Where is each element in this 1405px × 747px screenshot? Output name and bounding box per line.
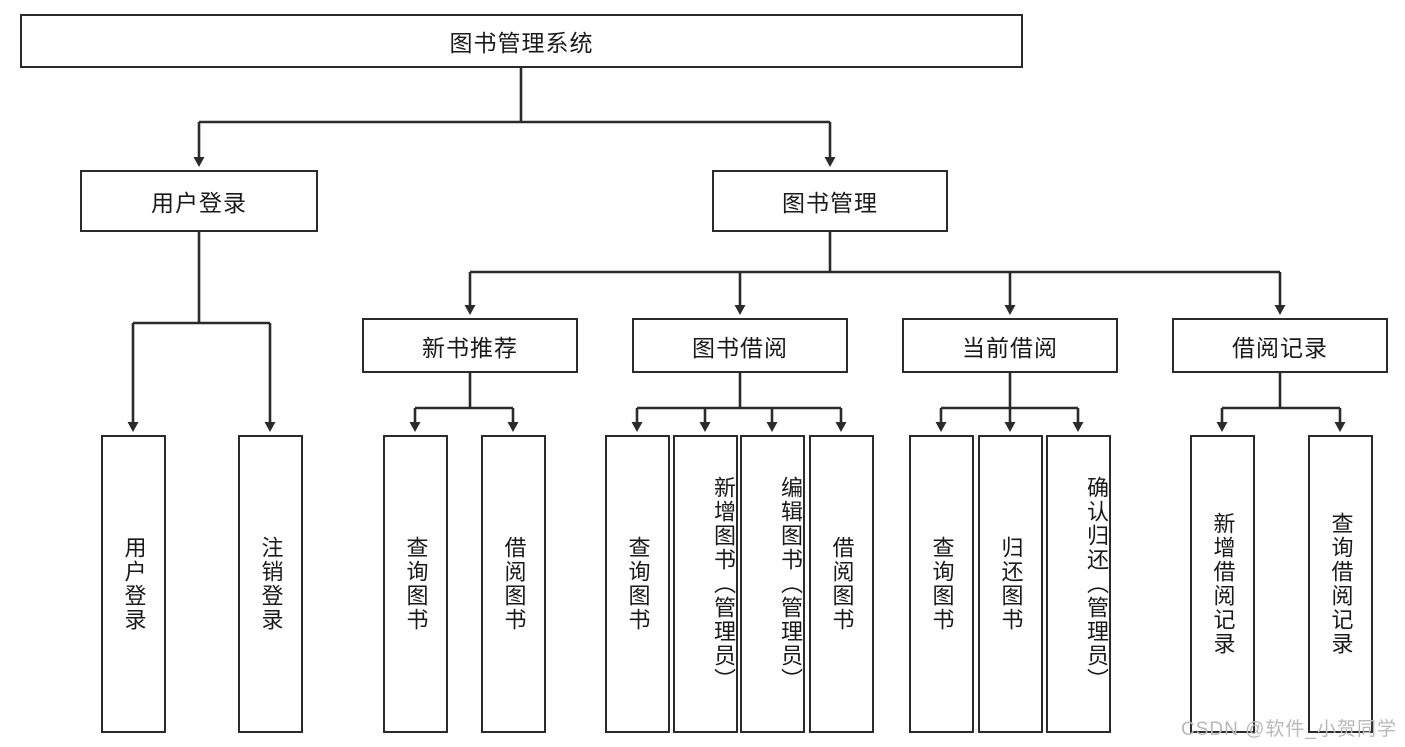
node-label: 确认归还（管理员） — [1084, 476, 1109, 692]
leaf-new-book-borrow-book[interactable]: 借阅图书 — [481, 435, 546, 733]
node-label: 查询借阅记录 — [1328, 512, 1354, 656]
node-book-borrow[interactable]: 图书借阅 — [632, 318, 848, 373]
node-label: 查询图书 — [625, 536, 651, 632]
node-label: 用户登录 — [151, 190, 247, 216]
leaf-borrow-edit-book-admin[interactable]: 编辑图书（管理员） — [740, 435, 805, 733]
leaf-user-login-signin[interactable]: 用户登录 — [101, 435, 166, 733]
node-new-book-recommendation[interactable]: 新书推荐 — [362, 318, 578, 373]
node-label: 编辑图书（管理员） — [778, 476, 803, 692]
node-book-management[interactable]: 图书管理 — [712, 170, 948, 232]
node-label: 查询图书 — [403, 536, 429, 632]
node-label: 用户登录 — [121, 536, 147, 632]
node-label: 当前借阅 — [962, 334, 1058, 361]
watermark-text: CSDN @软件_小贺同学 — [1181, 719, 1397, 740]
node-label: 图书借阅 — [692, 334, 788, 361]
node-label: 新增借阅记录 — [1210, 512, 1236, 656]
node-borrow-record[interactable]: 借阅记录 — [1172, 318, 1388, 373]
node-user-login[interactable]: 用户登录 — [80, 170, 318, 232]
node-label: 新书推荐 — [422, 334, 518, 361]
node-root-library-management-system[interactable]: 图书管理系统 — [20, 14, 1023, 68]
leaf-user-login-logout[interactable]: 注销登录 — [238, 435, 303, 733]
node-label: 查询图书 — [929, 536, 955, 632]
leaf-current-return-book[interactable]: 归还图书 — [978, 435, 1043, 733]
leaf-current-confirm-return-admin[interactable]: 确认归还（管理员） — [1046, 435, 1111, 733]
leaf-borrow-borrow-book[interactable]: 借阅图书 — [809, 435, 874, 733]
leaf-record-query-borrow-record[interactable]: 查询借阅记录 — [1308, 435, 1373, 733]
node-label: 图书管理系统 — [449, 30, 594, 56]
node-label: 图书管理 — [782, 190, 878, 216]
leaf-current-query-book[interactable]: 查询图书 — [909, 435, 974, 733]
node-label: 借阅记录 — [1232, 334, 1328, 361]
node-label: 借阅图书 — [501, 536, 527, 632]
node-label: 新增图书（管理员） — [711, 476, 736, 692]
leaf-new-book-query-book[interactable]: 查询图书 — [383, 435, 448, 733]
node-label: 注销登录 — [258, 536, 284, 632]
leaf-borrow-add-book-admin[interactable]: 新增图书（管理员） — [673, 435, 738, 733]
node-label: 归还图书 — [998, 536, 1024, 632]
node-current-borrow[interactable]: 当前借阅 — [902, 318, 1118, 373]
node-label: 借阅图书 — [829, 536, 855, 632]
leaf-borrow-query-book[interactable]: 查询图书 — [605, 435, 670, 733]
leaf-record-add-borrow-record[interactable]: 新增借阅记录 — [1190, 435, 1255, 733]
